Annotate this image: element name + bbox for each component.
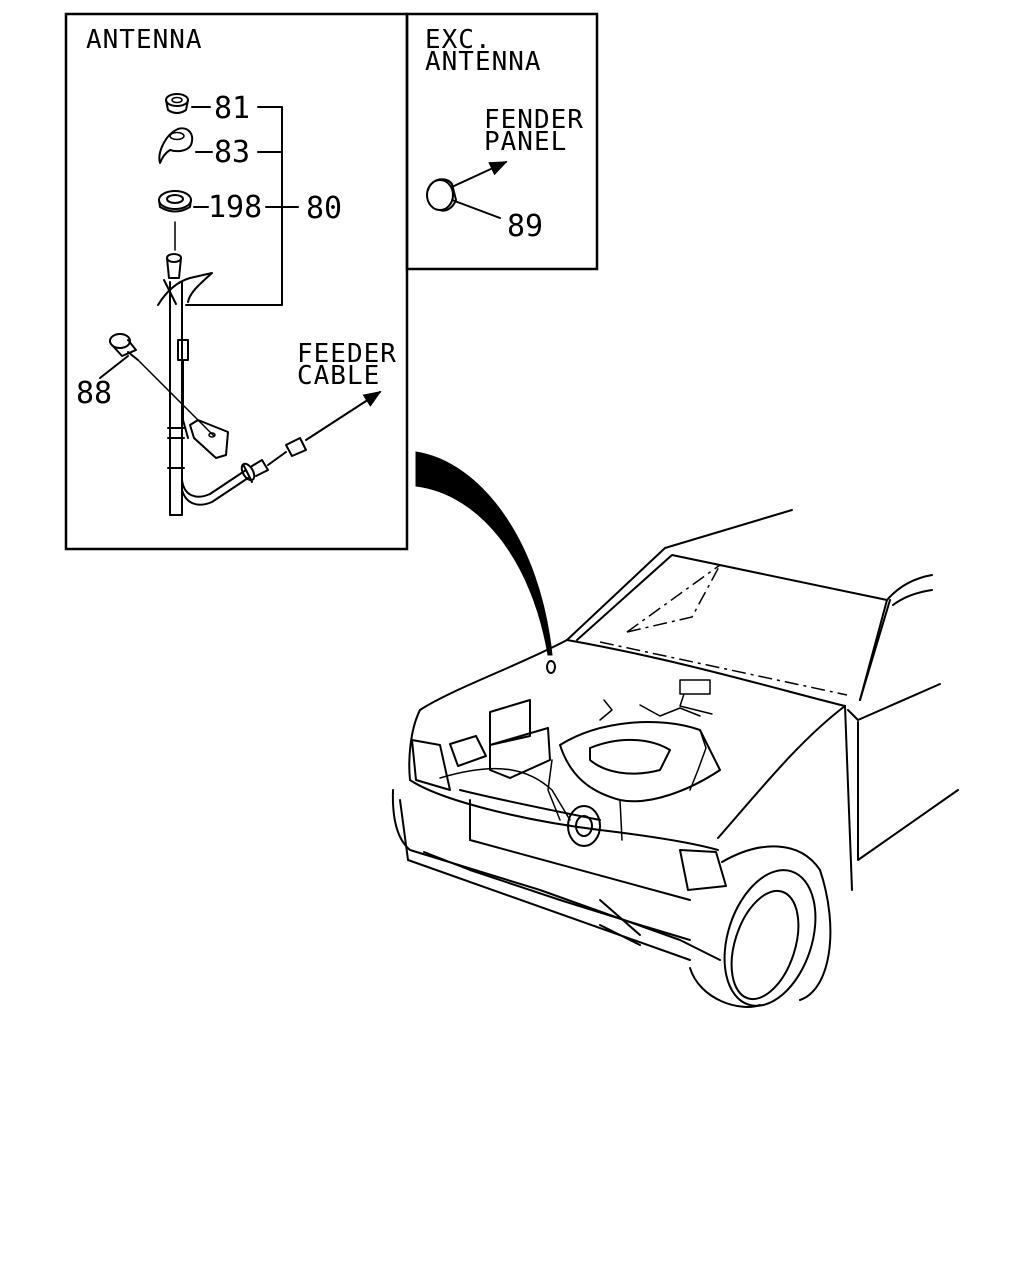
- fender-panel-label-line2: PANEL: [484, 127, 567, 157]
- feeder-connector: [240, 437, 307, 483]
- mounting-bracket: [189, 419, 229, 459]
- callout-81: 81: [214, 91, 250, 126]
- callout-83: 83: [214, 135, 250, 170]
- exc-antenna-panel-frame: [405, 12, 599, 271]
- bolt-part-88: [109, 333, 215, 437]
- callout-89: 89: [507, 209, 543, 244]
- fender-panel-arrow: [453, 161, 508, 187]
- antenna-location-marker: [546, 660, 556, 674]
- feeder-cable-label-line2: CABLE: [297, 361, 380, 391]
- fender-panel-label-line1: FENDER: [484, 105, 584, 135]
- antenna-panel-title: ANTENNA: [86, 25, 203, 55]
- vehicle-illustration: [391, 509, 959, 1008]
- callout-80: 80: [306, 191, 342, 226]
- cap-part-81: [165, 93, 189, 114]
- plug-part-89: [426, 178, 457, 212]
- callout-leaders: [99, 106, 299, 379]
- antenna-mast: [157, 253, 249, 516]
- antenna-parts-drawing: [109, 93, 382, 516]
- location-pointer: [415, 451, 553, 656]
- callout-198: 198: [208, 190, 262, 225]
- feeder-cable-arrow: [305, 391, 382, 441]
- callout-88: 88: [76, 376, 112, 411]
- antenna-panel-frame: [64, 12, 409, 551]
- grommet-part-198: [158, 190, 192, 213]
- exc-antenna-title-line2: ANTENNA: [425, 47, 542, 77]
- callout-89-leader: [451, 199, 501, 219]
- exc-antenna-title-line1: EXC.: [425, 25, 492, 55]
- feeder-cable-label-line1: FEEDER: [297, 339, 397, 369]
- pad-part-83: [158, 127, 194, 164]
